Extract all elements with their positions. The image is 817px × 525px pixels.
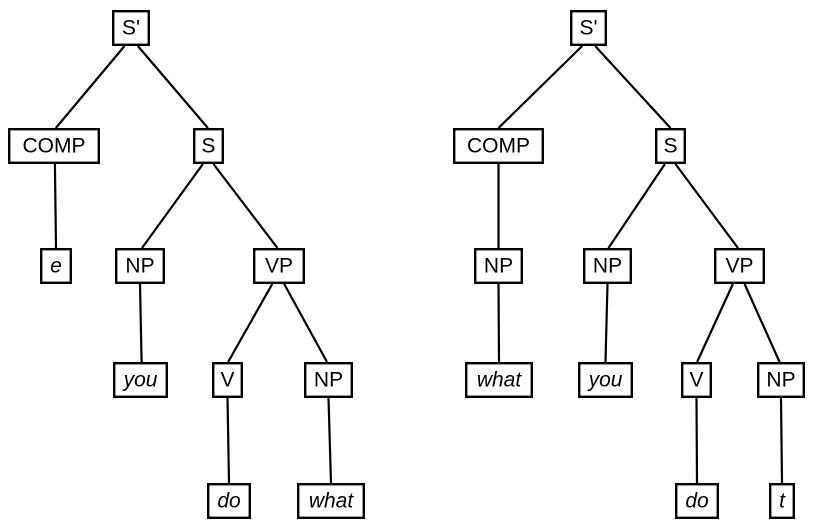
node-label: S [201,135,215,158]
tree-node-e[interactable]: e [40,247,73,284]
tree-edges [53,45,333,484]
node-box [304,362,354,399]
tree-edge [674,163,739,249]
node-box [252,247,305,284]
tree-node-comp[interactable]: COMP [453,127,545,164]
node-box [297,483,366,520]
node-box [655,127,687,164]
tree-node-v[interactable]: V [681,362,713,399]
node-box [211,362,243,399]
tree-node-vp[interactable]: VP [714,247,766,284]
tree-node-do[interactable]: do [675,483,720,520]
tree-node-np[interactable]: NP [757,362,806,399]
tree-edge [497,283,501,363]
tree-node-np[interactable]: NP [114,247,165,284]
tree-node-s[interactable]: S [192,127,224,164]
tree-node-do[interactable]: do [206,483,251,520]
tree-node-s[interactable]: S' [111,9,150,46]
node-label: you [587,369,623,392]
tree-edge [283,283,328,363]
tree-edge [604,283,609,363]
node-box [681,362,713,399]
tree-node-vp[interactable]: VP [252,247,305,284]
tree-edge [53,163,58,249]
tree-node-you[interactable]: you [578,362,634,399]
tree-nodes: S' COMP S NP NP VP what you V NP do t [453,9,806,520]
tree-edge [212,163,279,249]
tree-edge [54,45,126,129]
tree-edge [327,397,333,484]
node-label: COMP [467,135,530,158]
tree-node-t[interactable]: t [769,483,796,520]
node-label: VP [265,255,293,278]
node-label: e [50,255,62,278]
node-box [112,362,168,399]
surface-structure-tree: S' COMP S NP NP VP what you V NP do t [453,9,806,520]
node-box [714,247,766,284]
tree-edge [743,283,781,363]
node-label: t [779,490,786,513]
tree-node-v[interactable]: V [211,362,243,399]
tree-edge [594,45,672,129]
tree-edge [497,45,583,129]
tree-node-np[interactable]: NP [583,247,633,284]
node-label: do [217,490,241,513]
node-box [474,247,524,284]
node-box [7,127,100,164]
node-label: S' [122,17,140,40]
node-box [570,9,608,46]
tree-edge [696,283,734,363]
node-box [206,483,251,520]
node-box [453,127,545,164]
node-box [578,362,634,399]
node-label: COMP [23,135,86,158]
node-box [757,362,806,399]
node-label: NP [125,255,154,278]
node-box [111,9,150,46]
node-box [40,247,73,284]
node-box [583,247,633,284]
tree-edge [695,397,699,484]
node-label: S' [579,17,597,40]
tree-node-s[interactable]: S' [570,9,608,46]
tree-node-comp[interactable]: COMP [7,127,100,164]
tree-node-what[interactable]: what [297,483,366,520]
tree-node-what[interactable]: what [465,362,534,399]
tree-edge [137,45,209,129]
node-label: NP [314,369,343,392]
tree-edge [779,397,784,484]
node-label: VP [725,255,753,278]
tree-edge [227,283,274,363]
tree-edge [226,397,231,484]
tree-node-you[interactable]: you [112,362,168,399]
node-label: NP [593,255,622,278]
tree-edge [141,163,204,249]
node-box [675,483,720,520]
node-box [192,127,224,164]
node-label: you [122,369,158,392]
tree-edge [138,283,143,363]
node-box [114,247,165,284]
tree-node-s[interactable]: S [655,127,687,164]
node-box [465,362,534,399]
node-label: V [220,369,234,392]
tree-edge [607,163,666,249]
node-label: do [685,490,709,513]
tree-node-np[interactable]: NP [474,247,524,284]
node-label: S [663,135,677,158]
tree-edges [497,45,784,484]
node-label: what [309,490,355,513]
node-label: V [689,369,703,392]
node-label: NP [766,369,795,392]
node-box [769,483,796,520]
node-label: what [477,369,523,392]
node-label: NP [484,255,513,278]
tree-node-np[interactable]: NP [304,362,354,399]
